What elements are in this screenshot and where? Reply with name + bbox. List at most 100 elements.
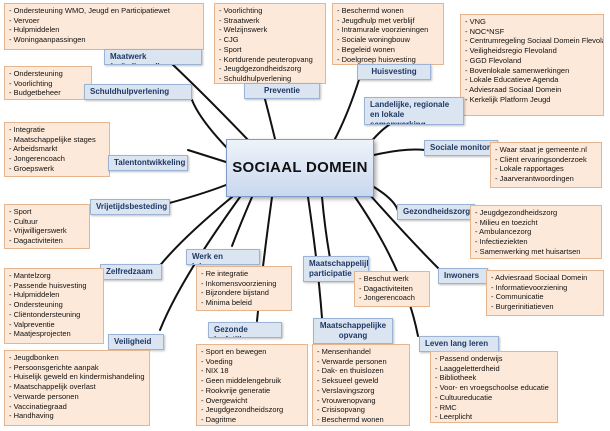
list-item: - Vrouwenopvang bbox=[317, 395, 376, 405]
list-item: - Cultuur bbox=[9, 216, 38, 226]
list-item: - Vrijwilligerswerk bbox=[9, 226, 67, 236]
connector-werk bbox=[231, 196, 253, 247]
connector-zelfredzaam bbox=[157, 196, 233, 269]
list-item: - Dagactiviteiten bbox=[9, 236, 63, 246]
list-item: - Jeugdgezondheidszorg bbox=[475, 208, 558, 217]
list-item: - VNG bbox=[465, 17, 486, 26]
list-item: - Mensenhandel bbox=[317, 347, 371, 356]
list-item: - Laaggeletterdheid bbox=[435, 363, 500, 373]
list-item: - Maatjesprojecten bbox=[9, 329, 71, 339]
list-item: - Jeugdgezondheidszorg bbox=[201, 405, 284, 415]
list-item: - Sport bbox=[219, 44, 242, 54]
list-item: - Schuldhulpverlening bbox=[219, 73, 292, 83]
list-item: - Verwarde personen bbox=[9, 391, 79, 401]
gezondheid-label: Gezondheidszorg bbox=[397, 204, 475, 220]
list-item: - Minima beleid bbox=[201, 298, 252, 308]
list-item: - Ondersteuning bbox=[9, 69, 63, 78]
talent-label: Talentontwikkeling bbox=[108, 155, 188, 171]
list-item: - Welzijnswerk bbox=[219, 25, 268, 35]
list-item: - Woningaanpassingen bbox=[9, 35, 86, 45]
list-item: - Informatievoorziening bbox=[491, 282, 568, 292]
connector-maatwerk bbox=[169, 61, 251, 143]
participatie-list: - Beschut werk - Dagactiviteiten - Jonge… bbox=[354, 271, 430, 307]
inwoners-list: - Adviesraad Sociaal Domein - Informatie… bbox=[486, 270, 604, 316]
connector-leren bbox=[354, 196, 419, 337]
list-item: - Seksueel geweld bbox=[317, 376, 379, 386]
monitor-list: - Waar staat je gemeente.nl - Cliënt erv… bbox=[490, 142, 602, 188]
leefstijl-list: - Sport en bewegen - Voeding - NIX 18 - … bbox=[196, 344, 308, 426]
list-item: - Dagritme bbox=[201, 414, 237, 424]
inwoners-label: Inwoners bbox=[438, 268, 488, 284]
list-item: - GGD Flevoland bbox=[465, 55, 522, 65]
list-item: - Veiligheidsregio Flevoland bbox=[465, 46, 557, 56]
list-item: - Lokale Educatieve Agenda bbox=[465, 75, 559, 85]
zelfredzaam-label: Zelfredzaam bbox=[100, 264, 162, 280]
list-item: - Rookvrije generatie bbox=[201, 385, 271, 395]
list-item: - Ondersteuning WMO, Jeugd en Participat… bbox=[9, 6, 170, 15]
list-item: - Overgewicht bbox=[201, 395, 248, 405]
list-item: - CJG bbox=[219, 35, 239, 45]
list-item: - Handhaving bbox=[9, 411, 54, 421]
list-item: - Jeugdbonken bbox=[9, 353, 59, 362]
list-item: - Voor- en vroegschoolse educatie bbox=[435, 383, 549, 393]
werk-label: Werk en Inkomen bbox=[186, 249, 260, 265]
list-item: - Hulpmiddelen bbox=[9, 290, 60, 300]
connector-vrijetijd bbox=[161, 184, 227, 206]
list-item: - Adviesraad Sociaal Domein bbox=[491, 273, 588, 282]
connector-inwoners bbox=[369, 194, 441, 271]
list-item: - RMC bbox=[435, 402, 457, 412]
list-item: - Verslavingszorg bbox=[317, 385, 375, 395]
zelfredzaam-list: - Mantelzorg - Passende huisvesting - Hu… bbox=[4, 268, 104, 344]
list-item: - Groepswerk bbox=[9, 163, 55, 173]
list-item: - Beschermd wonen bbox=[317, 414, 384, 424]
list-item: - Communicatie bbox=[491, 292, 544, 302]
schuldhulp-list: - Ondersteuning - Voorlichting - Budgetb… bbox=[4, 66, 92, 100]
list-item: - Dagactiviteiten bbox=[359, 283, 413, 293]
list-item: - Kerkelijk Platform Jeugd bbox=[465, 94, 551, 104]
samenwerking-list: - VNG - NOC*NSF - Centrumregeling Sociaa… bbox=[460, 14, 604, 116]
center-node: SOCIAAL DOMEIN bbox=[226, 139, 374, 197]
list-item: - Voorlichting bbox=[219, 6, 263, 15]
veiligheid-label: Veiligheid bbox=[108, 334, 164, 350]
list-item: - Arbeidsmarkt bbox=[9, 144, 58, 154]
list-item: - Beschut werk bbox=[359, 274, 409, 283]
list-item: - Infectieziekten bbox=[475, 237, 528, 247]
list-item: - Beschermd wonen bbox=[337, 6, 404, 15]
list-item: - Voorlichting bbox=[9, 78, 53, 88]
list-item: - Vervoer bbox=[9, 15, 40, 25]
opvang-label: Maatschappelijke opvang bbox=[313, 318, 393, 344]
list-item: - Waar staat je gemeente.nl bbox=[495, 145, 587, 154]
connector-gezondheid bbox=[373, 186, 399, 212]
schuldhulp-label: Schuldhulpverlening bbox=[84, 84, 192, 100]
list-item: - Centrumregeling Sociaal Domein Flevola… bbox=[465, 36, 604, 46]
list-item: - Bibliotheek bbox=[435, 373, 477, 383]
list-item: - Jongerencoach bbox=[359, 293, 415, 303]
list-item: - Dak- en thuislozen bbox=[317, 366, 384, 376]
list-item: - Vaccinatiegraad bbox=[9, 401, 67, 411]
list-item: - NIX 18 bbox=[201, 366, 229, 376]
list-item: - Valpreventie bbox=[9, 319, 55, 329]
list-item: - Persoonsgerichte aanpak bbox=[9, 362, 99, 372]
list-item: - Voeding bbox=[201, 356, 233, 366]
list-item: - Ambulancezorg bbox=[475, 227, 532, 237]
werk-list: - Re integratie - Inkomensvoorziening - … bbox=[196, 266, 292, 311]
huisvesting-label: Huisvesting bbox=[357, 64, 431, 80]
list-item: - Verwarde personen bbox=[317, 356, 387, 366]
list-item: - Jaarverantwoordingen bbox=[495, 174, 574, 184]
list-item: - Bovenlokale samenwerkingen bbox=[465, 65, 570, 75]
list-item: - Cliënt ervaringsonderzoek bbox=[495, 154, 587, 164]
connector-huisvesting bbox=[334, 69, 363, 140]
talent-list: - Integratie - Maatschappelijke stages -… bbox=[4, 122, 110, 177]
list-item: - Mantelzorg bbox=[9, 271, 51, 280]
leren-label: Leven lang leren bbox=[419, 336, 499, 352]
list-item: - Bijzondere bijstand bbox=[201, 288, 269, 298]
preventie-label: Preventie bbox=[244, 83, 320, 99]
list-item: - Huiselijk geweld en kindermishandeling bbox=[9, 372, 145, 382]
maatwerk-list: - Ondersteuning WMO, Jeugd en Participat… bbox=[4, 3, 204, 50]
vrijetijd-label: Vrijetijdsbesteding bbox=[90, 199, 170, 215]
list-item: - Burgerinitiatieven bbox=[491, 302, 554, 312]
list-item: - Inkomensvoorziening bbox=[201, 278, 277, 288]
list-item: - Milieu en toezicht bbox=[475, 217, 538, 227]
connector-monitor bbox=[373, 148, 426, 156]
